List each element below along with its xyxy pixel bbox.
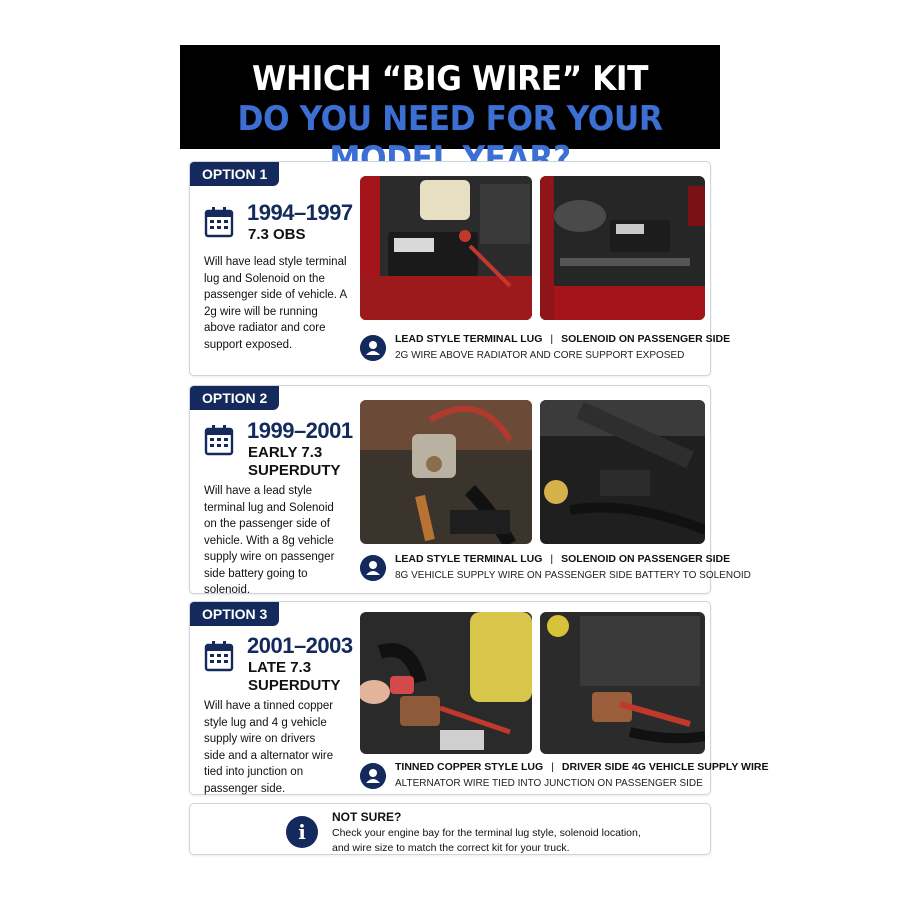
calendar-icon: [204, 425, 234, 456]
option-1-photo-right: [540, 176, 705, 320]
option-1-caption-sub: 2G WIRE ABOVE RADIATOR AND CORE SUPPORT …: [395, 350, 685, 361]
not-sure-card: i NOT SURE? Check your engine bay for th…: [189, 803, 711, 855]
option-2-caption-b: SOLENOID ON PASSENGER SIDE: [561, 553, 731, 565]
option-3-model-line-2: SUPERDUTY: [248, 677, 341, 694]
option-2-caption-main: LEAD STYLE TERMINAL LUG|SOLENOID ON PASS…: [395, 553, 731, 565]
option-1-photo-left: [360, 176, 532, 320]
option-3-years: 2001–2003: [247, 633, 353, 658]
info-icon: i: [286, 816, 318, 848]
not-sure-text: Check your engine bay for the terminal l…: [332, 827, 641, 854]
option-1-caption-b: SOLENOID ON PASSENGER SIDE: [561, 333, 731, 345]
option-3-model-line-1: LATE 7.3: [248, 659, 312, 676]
person-pin-icon: [360, 763, 386, 789]
option-2-photo-left: [360, 400, 532, 544]
option-2-card: OPTION 2 1999–2001 EARLY 7.3 SUPERDUTY W…: [189, 385, 751, 596]
person-pin-icon: [360, 555, 386, 581]
option-2-model-line-2: SUPERDUTY: [248, 462, 341, 479]
title-line-2: DO YOU NEED FOR YOUR MODEL YEAR?: [237, 99, 663, 179]
person-pin-icon: [360, 335, 386, 361]
poster: WHICH “BIG WIRE” KIT DO YOU NEED FOR YOU…: [180, 45, 768, 857]
option-1-tag: OPTION 1: [190, 162, 280, 186]
option-2-caption-a: LEAD STYLE TERMINAL LUG: [395, 553, 543, 565]
option-2-model-line-1: EARLY 7.3: [248, 444, 323, 461]
option-3-tag: OPTION 3: [190, 602, 280, 626]
header-banner: WHICH “BIG WIRE” KIT DO YOU NEED FOR YOU…: [180, 45, 720, 179]
calendar-icon: [204, 641, 234, 672]
option-2-photo-right: [540, 400, 705, 544]
option-1-years: 1994–1997: [247, 200, 353, 225]
option-3-caption-main: TINNED COPPER STYLE LUG|DRIVER SIDE 4G V…: [395, 761, 769, 773]
option-3-description: Will have a tinned copper style lug and …: [204, 700, 334, 795]
option-2-description: Will have a lead style terminal lug and …: [204, 485, 335, 596]
option-3-caption-b: DRIVER SIDE 4G VEHICLE SUPPLY WIRE: [561, 761, 769, 773]
option-3-caption-sub: ALTERNATOR WIRE TIED INTO JUNCTION ON PA…: [395, 778, 703, 789]
option-1-card: OPTION 1 1994–1997 7.3 OBS Will have lea…: [189, 161, 730, 376]
calendar-icon: [204, 207, 234, 238]
option-1-caption-a: LEAD STYLE TERMINAL LUG: [395, 333, 543, 345]
option-3-caption-a: TINNED COPPER STYLE LUG: [395, 761, 544, 773]
option-1-description: Will have lead style terminal lug and So…: [204, 256, 347, 351]
option-2-caption-sub: 8G VEHICLE SUPPLY WIRE ON PASSENGER SIDE…: [395, 570, 751, 581]
option-2-years: 1999–2001: [247, 418, 353, 443]
option-1-model: 7.3 OBS: [248, 226, 306, 243]
option-3-card: OPTION 3 2001–2003 LATE 7.3 SUPERDUTY Wi…: [189, 601, 768, 795]
title-line-1: WHICH “BIG WIRE” KIT: [251, 59, 649, 99]
option-2-tag: OPTION 2: [190, 386, 280, 410]
option-3-photo-right: [540, 612, 705, 754]
option-1-caption-main: LEAD STYLE TERMINAL LUG|SOLENOID ON PASS…: [395, 333, 731, 345]
not-sure-title: NOT SURE?: [332, 810, 402, 824]
option-3-photo-left: [360, 612, 532, 754]
